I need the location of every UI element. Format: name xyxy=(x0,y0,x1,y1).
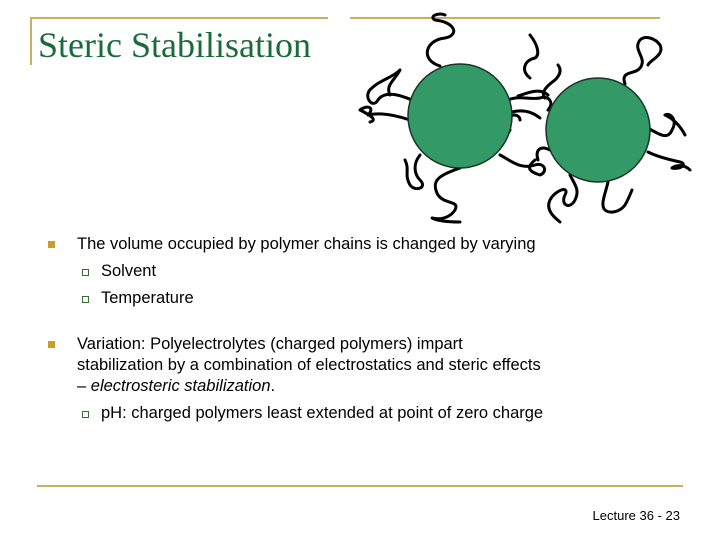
bullet-item: The volume occupied by polymer chains is… xyxy=(48,234,688,255)
steric-stabilisation-diagram xyxy=(358,12,692,224)
hollow-square-bullet-icon xyxy=(82,296,89,303)
sub-bullet-item: Temperature xyxy=(48,288,688,309)
footer-divider xyxy=(37,485,683,487)
square-bullet-icon xyxy=(48,341,55,348)
particle-right xyxy=(545,77,651,183)
hollow-square-bullet-icon xyxy=(82,269,89,276)
sub-bullet-item: pH: charged polymers least extended at p… xyxy=(48,403,688,424)
hollow-square-bullet-icon xyxy=(82,411,89,418)
bullet-item: Variation: Polyelectrolytes (charged pol… xyxy=(48,334,688,397)
title-frame-top-line xyxy=(30,17,328,19)
sub-bullet-item: Solvent xyxy=(48,261,688,282)
slide-number-footer: Lecture 36 - 23 xyxy=(592,508,680,523)
bullet-list: The volume occupied by polymer chains is… xyxy=(48,234,688,424)
emphasis-term: electrosteric stabilization xyxy=(90,377,271,395)
title-frame-left-line xyxy=(30,17,32,65)
polymer-chains xyxy=(358,12,692,224)
particle-left xyxy=(407,63,513,169)
title-frame-top-line-right xyxy=(350,17,660,19)
slide-title: Steric Stabilisation xyxy=(38,25,311,65)
square-bullet-icon xyxy=(48,241,55,248)
